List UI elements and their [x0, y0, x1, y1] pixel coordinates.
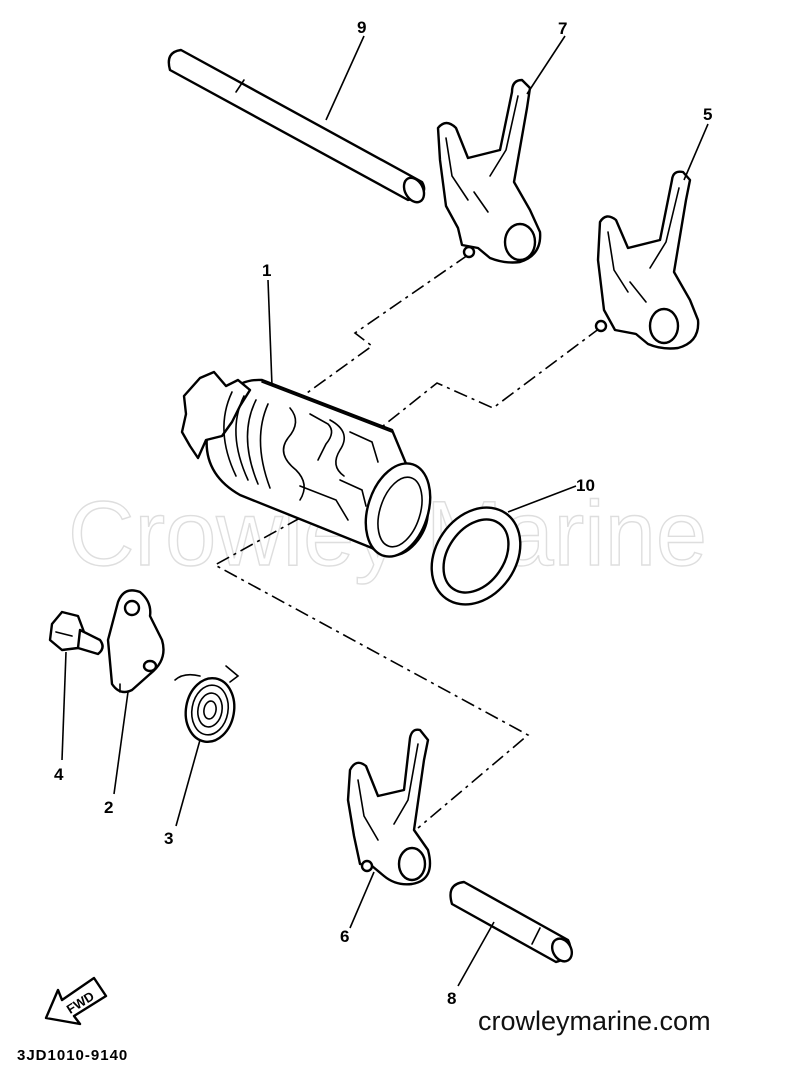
forward-arrow-icon: FWD: [44, 976, 108, 1026]
part-5-shift-fork[interactable]: [594, 170, 700, 350]
callout-1: 1: [262, 261, 271, 280]
assembly-line-fork-5: [377, 327, 601, 431]
callout-5: 5: [703, 105, 712, 124]
part-7-shift-fork[interactable]: [436, 78, 542, 264]
callout-10: 10: [576, 476, 595, 495]
part-9-shift-fork-shaft[interactable]: [167, 48, 428, 206]
site-watermark: crowleymarine.com: [478, 1006, 711, 1036]
part-6-shift-fork[interactable]: [346, 728, 432, 886]
part-1-shift-drum[interactable]: [180, 370, 441, 565]
assembly-line-fork-7: [299, 254, 469, 399]
assembly-line-fork-6: [213, 517, 530, 829]
callout-leaders: [61, 35, 709, 987]
part-8-guide-bar[interactable]: [449, 880, 576, 965]
part-3-torsion-spring[interactable]: [174, 665, 240, 746]
callout-8: 8: [447, 989, 456, 1008]
callout-6: 6: [340, 927, 349, 946]
part-4-bolt[interactable]: [48, 610, 104, 656]
diagram-code: 3JD1010-9140: [17, 1047, 128, 1064]
callout-3: 3: [164, 829, 173, 848]
callout-7: 7: [558, 19, 567, 38]
callout-9: 9: [357, 18, 366, 37]
part-10-washer[interactable]: [413, 490, 538, 621]
callout-2: 2: [104, 798, 113, 817]
callout-4: 4: [54, 765, 64, 784]
part-2-stopper-lever[interactable]: [106, 589, 165, 694]
